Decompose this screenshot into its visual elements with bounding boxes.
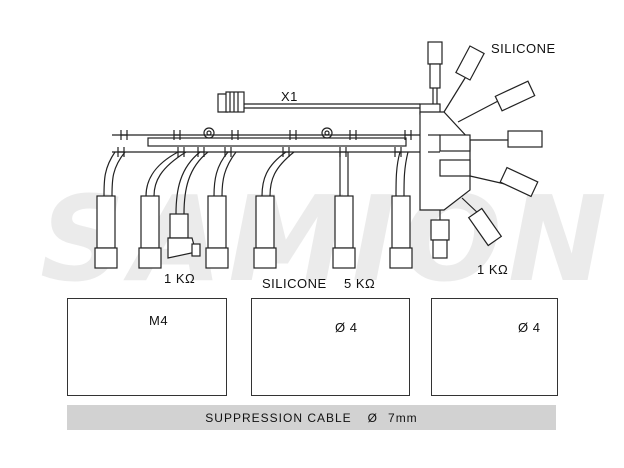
- diameter-right-label: Ø 4: [518, 320, 541, 335]
- resistance-right-label: 1 KΩ: [477, 262, 509, 277]
- brand-watermark: SAMION: [40, 170, 613, 308]
- cable-spec-bar: SUPPRESSION CABLE Ø 7mm: [67, 405, 556, 430]
- diameter-symbol: Ø: [367, 410, 379, 425]
- resistance-mid-label: 5 KΩ: [344, 276, 376, 291]
- spark-plug-detail-box: [67, 298, 227, 396]
- cable-spec-text: SUPPRESSION CABLE Ø 7mm: [67, 405, 556, 430]
- x1-label: X1: [281, 89, 298, 104]
- connector-fan-right: [430, 45, 543, 259]
- plug-leads: [94, 151, 413, 269]
- distributor-cap-right-detail-box: [431, 298, 558, 396]
- main-loom: [112, 127, 428, 157]
- cable-type-label: SUPPRESSION CABLE: [205, 410, 352, 425]
- cable-diameter-value: 7mm: [388, 410, 418, 425]
- silicone-top-label: SILICONE: [491, 41, 556, 56]
- resistance-left-label: 1 KΩ: [164, 271, 196, 286]
- silicone-mid-label: SILICONE: [262, 276, 327, 291]
- coil-tower-lead: [419, 41, 443, 115]
- coil-lead-x1: [217, 91, 420, 113]
- distributor-junction: [419, 111, 471, 211]
- diameter-mid-label: Ø 4: [335, 320, 358, 335]
- distributor-cap-detail-box: [251, 298, 410, 396]
- m4-label: M4: [149, 313, 169, 328]
